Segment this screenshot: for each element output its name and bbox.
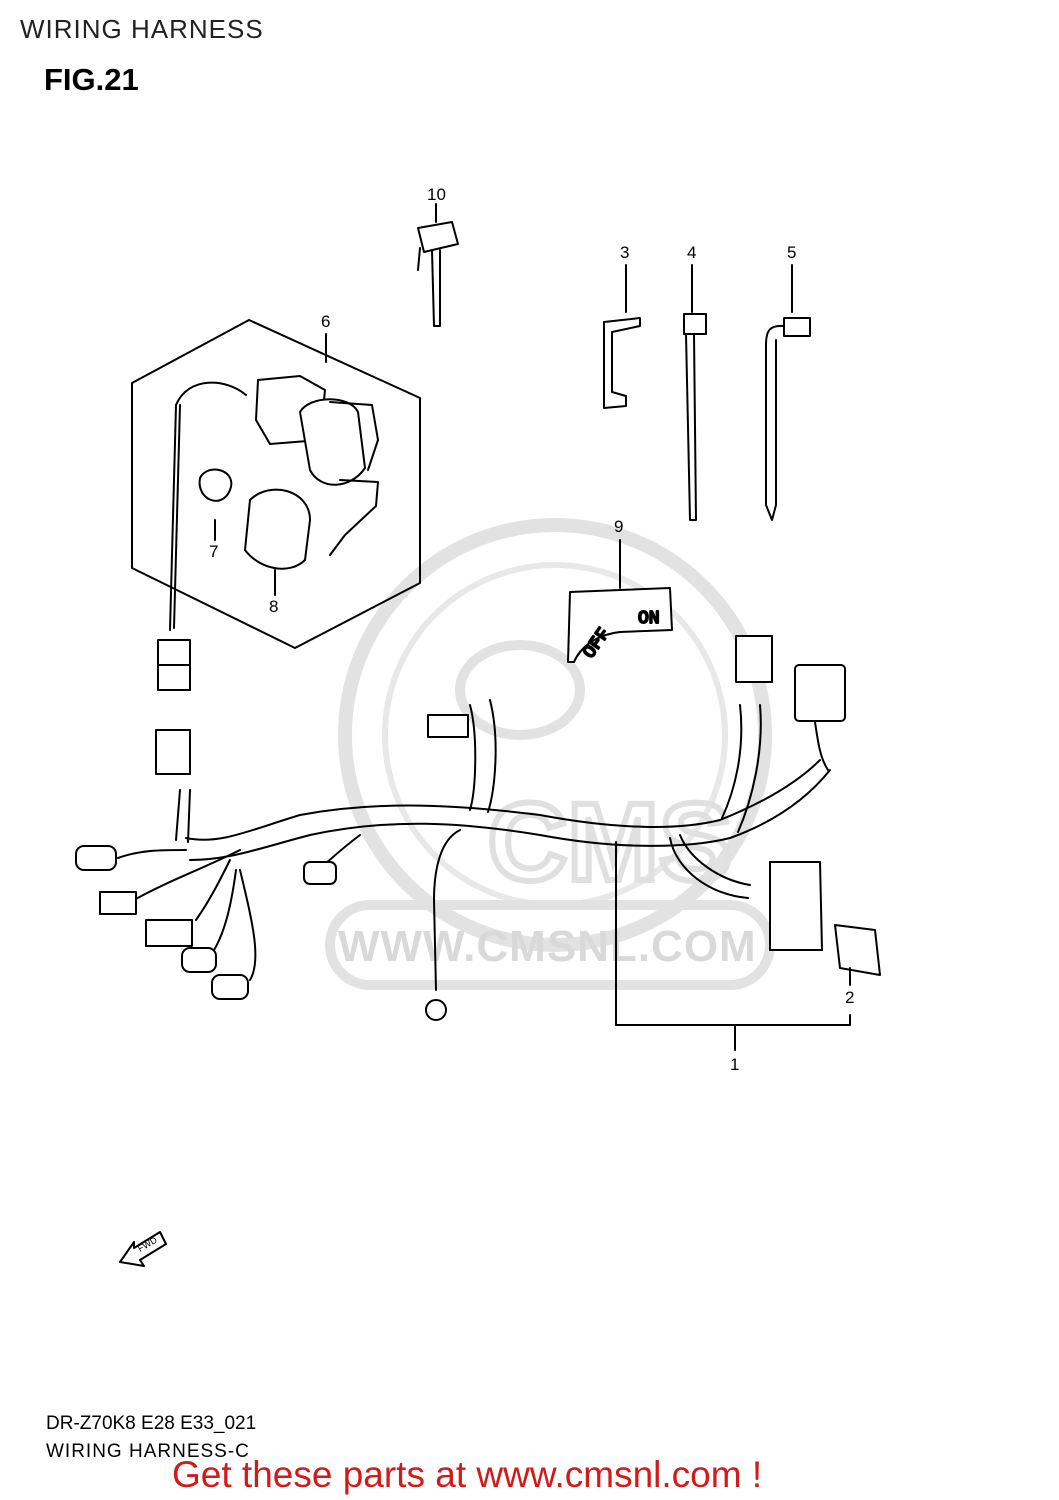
switch-plate-part-9: OFF ON (567, 539, 673, 664)
callout-2: 2 (845, 988, 854, 1007)
callout-5: 5 (787, 243, 796, 262)
callout-6: 6 (321, 312, 330, 331)
fwd-arrow-icon: FWD (119, 1231, 167, 1267)
figure-number: FIG.21 (44, 62, 139, 97)
callout-3: 3 (620, 243, 629, 262)
callout-9: 9 (614, 517, 623, 536)
cable-tie-part-4 (683, 264, 707, 521)
promo-link[interactable]: Get these parts at www.cmsnl.com ! (172, 1454, 763, 1495)
callout-10: 10 (427, 185, 446, 204)
diagram-code: DR-Z70K8 E28 E33_021 (46, 1413, 257, 1434)
callout-7: 7 (209, 542, 218, 561)
callout-8: 8 (269, 597, 278, 616)
callout-1: 1 (730, 1055, 739, 1074)
clamp-part-3 (603, 264, 641, 409)
fuse-part-2 (834, 924, 881, 986)
switch-plate-on-label: ON (638, 609, 660, 629)
key-part-10 (417, 203, 459, 327)
watermark-logo-text: CMS (488, 781, 732, 904)
callout-4: 4 (687, 243, 696, 262)
ignition-switch-part-6 (131, 319, 421, 691)
page-header: WIRING HARNESS (20, 14, 264, 44)
diagram-subtitle: WIRING HARNESS-C (46, 1441, 250, 1462)
cable-tie-part-5 (765, 264, 811, 521)
main-harness-part-1 (75, 635, 851, 1051)
watermark-text: WWW.CMSNL.COM (338, 922, 757, 971)
